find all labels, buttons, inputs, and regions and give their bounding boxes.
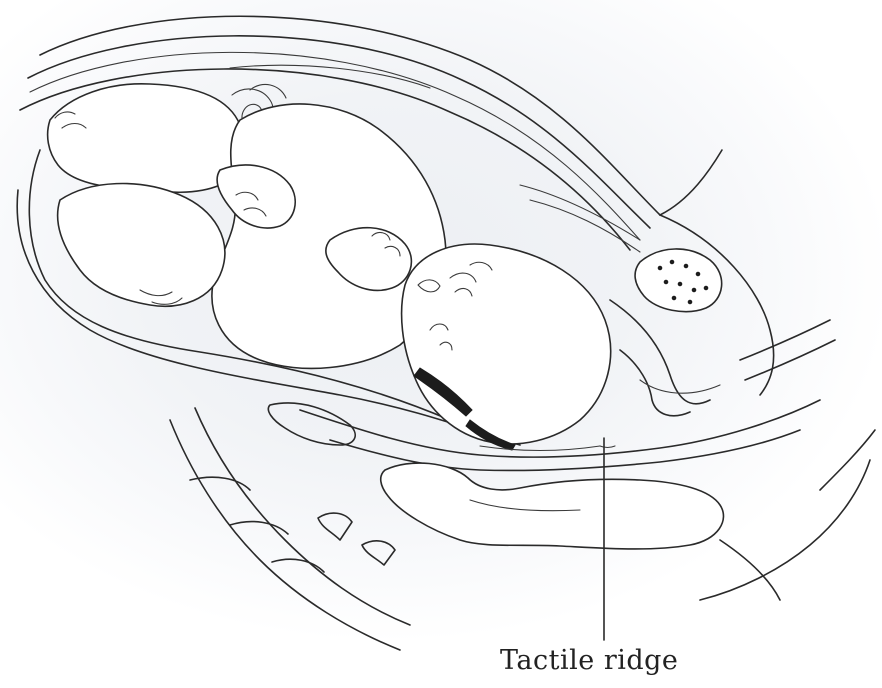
placenta — [635, 249, 722, 312]
tactile-ridge-label: Tactile ridge — [500, 645, 678, 676]
perineum — [700, 430, 875, 600]
fetus — [48, 84, 611, 444]
bladder-region — [610, 300, 720, 416]
rectum — [381, 463, 724, 549]
spine — [170, 403, 410, 650]
